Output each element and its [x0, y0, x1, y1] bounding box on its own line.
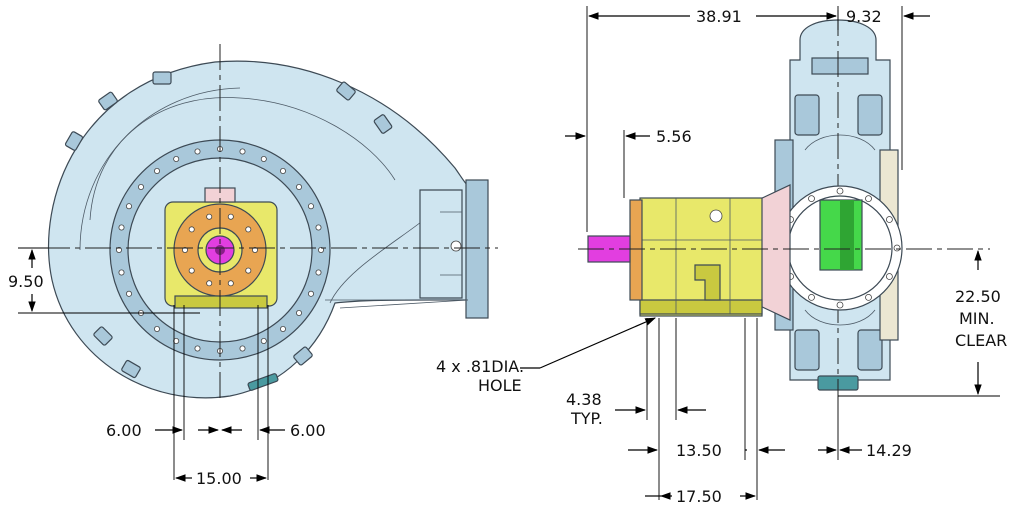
dim-flange-height: 9.50 — [8, 247, 200, 314]
bearing-bolt — [245, 226, 252, 233]
bearing-bolt — [188, 267, 195, 274]
dim-left-offset-label: 6.00 — [106, 421, 142, 440]
bearing-bolt — [188, 226, 195, 233]
side-flange-bolt — [886, 273, 893, 280]
hole-callout-line-2: HOLE — [478, 376, 522, 395]
side-flange-bolt — [808, 195, 815, 203]
dim-clearance-line-2: CLEAR — [955, 331, 1007, 350]
side-bearing-housing — [629, 197, 763, 317]
flange-bolt — [126, 203, 133, 210]
bearing-bolt-ring — [181, 213, 258, 287]
flange-bolt — [279, 167, 286, 174]
front-view: 9.50 6.00 6.00 15.00 — [8, 44, 498, 488]
dim-hole-offsets: 6.00 6.00 — [106, 305, 326, 480]
dim-shaft-extension-label: 5.56 — [656, 127, 692, 146]
flange-bolt — [295, 309, 302, 316]
flange-bolt — [279, 325, 286, 332]
dim-base-foot: 4.38 TYP. — [566, 318, 706, 500]
bearing-bolt — [251, 246, 258, 253]
bearing-bolt — [181, 246, 188, 253]
flange-bolt — [116, 246, 123, 253]
dim-overall-length: 38.91 9.32 — [586, 6, 930, 232]
dim-base-foot-note: TYP. — [570, 409, 603, 428]
dim-base-foot-label: 4.38 — [566, 390, 602, 409]
side-flange-bolt — [836, 301, 844, 309]
bearing-bolt — [245, 267, 252, 274]
flange-bolt — [126, 290, 133, 297]
flange-bolt — [307, 290, 314, 297]
dim-pedestal-offset-label: 14.29 — [866, 441, 912, 460]
dim-foot-hole-spacing: 13.50 — [628, 318, 758, 500]
bearing-bolt — [227, 280, 234, 287]
hole-callout-line-1: 4 x .81DIA. — [436, 357, 524, 376]
dim-clearance-label: 22.50 — [955, 287, 1001, 306]
hole-callout: 4 x .81DIA. HOLE — [436, 317, 656, 395]
dim-clearance-line-1: MIN. — [959, 309, 995, 328]
flange-bolt — [239, 345, 246, 352]
flange-bolt — [260, 155, 267, 162]
flange-bolt — [153, 325, 160, 332]
dim-flange-depth-label: 9.32 — [846, 7, 882, 26]
dim-foot-overall-label: 17.50 — [676, 487, 722, 506]
side-flange-bolt — [893, 244, 901, 252]
flange-bolt — [118, 224, 125, 231]
flange-bolt — [137, 183, 144, 190]
dim-min-clearance: 22.50 MIN. CLEAR — [838, 249, 1007, 397]
flange-bolt — [315, 269, 322, 276]
side-adapter — [757, 184, 791, 321]
flange-bolt — [295, 183, 302, 190]
side-flange-bolt — [836, 187, 844, 195]
flange-bolt — [315, 224, 322, 231]
flange-bolt — [118, 269, 125, 276]
flange-bolt — [260, 337, 267, 344]
flange-bolt — [317, 246, 324, 253]
flange-bolt — [194, 148, 201, 155]
side-flange-bolt — [886, 216, 893, 223]
flange-bolt — [307, 203, 314, 210]
bearing-bolt — [206, 280, 213, 287]
side-flange-bolt — [808, 293, 815, 301]
dim-flange-height-label: 9.50 — [8, 272, 44, 291]
dim-shaft-extension: 5.56 — [565, 127, 692, 198]
dim-hole-spacing-label: 15.00 — [196, 469, 242, 488]
flange-bolt — [194, 345, 201, 352]
flange-bolt — [173, 155, 180, 162]
discharge-flange — [325, 179, 489, 319]
dim-pedestal-offset: 14.29 — [757, 396, 912, 460]
side-flange-bolt — [865, 195, 872, 203]
flange-bolt — [239, 148, 246, 155]
flange-bolt — [153, 167, 160, 174]
side-suction-ring — [777, 185, 903, 311]
bearing-bolt — [206, 213, 213, 220]
flange-bolt-ring — [116, 145, 324, 354]
bearing-bolt — [227, 213, 234, 220]
dim-right-offset-label: 6.00 — [290, 421, 326, 440]
dim-foot-hole-spacing-label: 13.50 — [676, 441, 722, 460]
dim-overall-length-label: 38.91 — [696, 7, 742, 26]
dim-hole-spacing: 15.00 — [174, 469, 268, 488]
dim-foot-overall: 17.50 — [645, 487, 757, 506]
side-flange-bolt — [865, 293, 872, 301]
side-view: 38.91 9.32 5.56 4 x .81DIA. HOLE 4.38 TY… — [436, 6, 1007, 506]
